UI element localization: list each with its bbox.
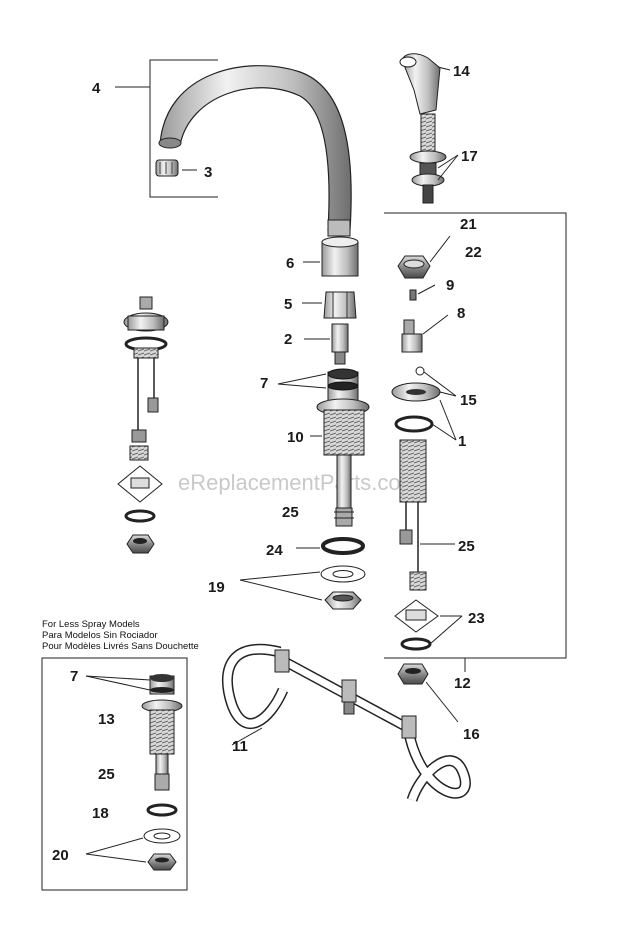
watermark-text: eReplacementParts.com <box>178 470 419 495</box>
part-label-19: 19 <box>208 579 225 596</box>
bracket-12 <box>384 212 567 672</box>
swivel-2 <box>304 323 349 365</box>
part-label-5: 5 <box>284 296 292 313</box>
clip-5 <box>302 291 357 319</box>
part-label-7b: 7 <box>70 668 78 685</box>
sleeve-6 <box>303 236 359 277</box>
part-label-16: 16 <box>463 726 480 743</box>
spout <box>158 65 352 237</box>
part-label-7a: 7 <box>260 375 268 392</box>
part-label-13: 13 <box>98 711 115 728</box>
right-valve-parts <box>391 235 463 723</box>
part-label-18: 18 <box>92 805 109 822</box>
shank-10 <box>310 368 370 527</box>
leader-7 <box>277 373 327 389</box>
part-label-25a: 25 <box>282 504 299 521</box>
part-label-17: 17 <box>461 148 478 165</box>
part-label-23: 23 <box>468 610 485 627</box>
note-spanish: Para Modelos Sin Rociador <box>42 630 158 641</box>
part-label-6: 6 <box>286 255 294 272</box>
part-label-25b: 25 <box>458 538 475 555</box>
bracket-4 <box>115 59 218 198</box>
part-label-9: 9 <box>446 277 454 294</box>
note-french: Pour Modèles Livrés Sans Douchette <box>42 641 199 652</box>
less-spray-note: For Less Spray Models Para Modelos Sin R… <box>42 619 199 652</box>
part-label-20: 20 <box>52 847 69 864</box>
part-label-3: 3 <box>204 164 212 181</box>
washer-24 <box>296 537 365 555</box>
part-label-14: 14 <box>453 63 470 80</box>
part-label-4: 4 <box>92 80 101 97</box>
left-valve-assembly <box>117 296 169 554</box>
part-label-1: 1 <box>458 433 466 450</box>
hose-assembly <box>221 643 471 802</box>
part-label-2: 2 <box>284 331 292 348</box>
part-label-25c: 25 <box>98 766 115 783</box>
sprayer <box>399 53 459 204</box>
part-label-21: 21 <box>460 216 477 233</box>
part-label-8: 8 <box>457 305 465 322</box>
part-label-10: 10 <box>287 429 304 446</box>
note-english: For Less Spray Models <box>42 619 140 630</box>
aerator <box>155 159 197 177</box>
washer-nut-19 <box>239 565 366 610</box>
part-label-12: 12 <box>454 675 471 692</box>
less-spray-inset <box>41 657 188 891</box>
part-label-11: 11 <box>232 738 248 755</box>
part-label-24: 24 <box>266 542 283 559</box>
part-label-15: 15 <box>460 392 477 409</box>
part-label-22: 22 <box>465 244 482 261</box>
